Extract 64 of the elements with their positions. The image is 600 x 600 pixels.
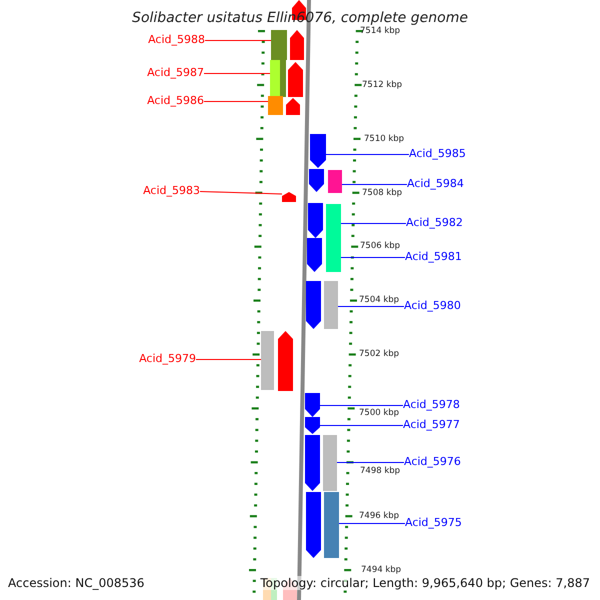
gene-label: Acid_5984 [407, 177, 464, 190]
gene-label: Acid_5975 [405, 516, 462, 529]
scale-label: 7508 kbp [362, 188, 402, 198]
leader-line [196, 359, 262, 360]
gene-label: Acid_5981 [405, 250, 462, 263]
leader-line [200, 191, 282, 194]
gene-label: Acid_5982 [406, 216, 463, 229]
gene-label: Acid_5978 [403, 398, 460, 411]
leader-line [204, 73, 270, 74]
leader-line [336, 462, 404, 463]
category-bar [324, 492, 339, 558]
gene-feature [282, 192, 296, 202]
scale-label: 7502 kbp [359, 349, 400, 359]
gene-feature [290, 30, 304, 60]
category-bar [280, 60, 286, 97]
gene-label: Acid_5986 [147, 94, 204, 107]
gene-feature [306, 492, 321, 558]
category-bar [268, 96, 283, 115]
leader-line [320, 425, 404, 426]
category-bar [323, 435, 337, 491]
gene-label: Acid_5979 [139, 352, 196, 365]
category-bar [271, 30, 287, 60]
category-bar [270, 60, 280, 97]
gene-feature [310, 134, 326, 168]
category-bar [328, 170, 342, 193]
leader-line [340, 223, 406, 224]
gene-feature [286, 98, 300, 115]
scale-label: 7500 kbp [359, 408, 400, 418]
leader-line [338, 523, 406, 524]
scale-label: 7510 kbp [364, 134, 404, 144]
gene-feature [307, 238, 322, 272]
scale-label: 7514 kbp [360, 26, 400, 36]
gene-label: Acid_5987 [147, 66, 204, 79]
scale-label: 7498 kbp [360, 466, 400, 476]
gene-label: Acid_5985 [409, 147, 466, 160]
gene-feature [306, 281, 321, 329]
scale-label: 7512 kbp [362, 80, 402, 90]
gene-label: Acid_5976 [404, 455, 461, 468]
gene-feature [305, 393, 320, 417]
leader-line [204, 101, 268, 102]
gene-feature [308, 203, 323, 238]
scale-label: 7494 kbp [361, 565, 402, 575]
accession-text: Accession: NC_008536 [8, 576, 144, 590]
category-bar [261, 331, 274, 390]
scale-label: 7506 kbp [360, 241, 400, 251]
leader-line [340, 257, 406, 258]
category-bar [324, 281, 338, 329]
leader-line [326, 154, 410, 155]
diagram-title: Solibacter usitatus Ellin6076, complete genome [132, 10, 468, 26]
leader-line [204, 40, 272, 41]
gene-feature [305, 417, 320, 434]
gene-label: Acid_5977 [403, 418, 460, 431]
scale-label: 7496 kbp [359, 511, 400, 521]
gene-feature [309, 169, 324, 192]
gene-label: Acid_5983 [143, 184, 200, 197]
gene-label: Acid_5980 [404, 299, 461, 312]
leader-line [320, 405, 404, 406]
gene-feature [278, 331, 293, 391]
gene-label: Acid_5988 [148, 33, 205, 46]
leader-line [342, 184, 408, 185]
scale-label: 7504 kbp [359, 295, 400, 305]
genome-info-text: Topology: circular; Length: 9,965,640 bp; Genes: 7,887 [260, 576, 590, 590]
category-bar [326, 204, 341, 272]
leader-line [338, 306, 404, 307]
